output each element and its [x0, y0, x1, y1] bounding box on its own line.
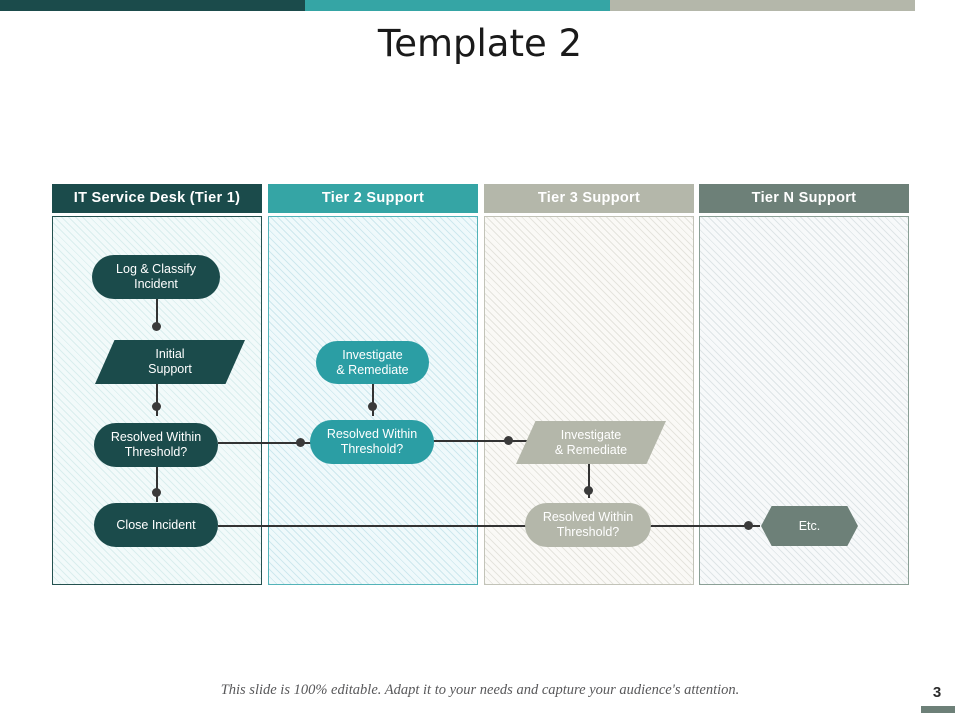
- node-close-incident[interactable]: Close Incident: [94, 503, 218, 547]
- decorative-top-bar: [0, 0, 960, 11]
- node-label: Resolved Within Threshold?: [542, 510, 634, 539]
- node-initial-support[interactable]: Initial Support: [95, 340, 245, 384]
- node-log-classify-incident[interactable]: Log & Classify Incident: [92, 255, 220, 299]
- node-label: Investigate & Remediate: [554, 427, 628, 457]
- connector-dot-etc: [744, 521, 753, 530]
- connector-dot-initial-support: [152, 322, 161, 331]
- lane-body-tier-2: [268, 216, 478, 585]
- page-number-accent-bar: [921, 706, 955, 713]
- connector-dot-tier2-investigate: [296, 438, 305, 447]
- connector-tier2-investigate-to-resolved: [372, 384, 374, 416]
- node-label: Resolved Within Threshold?: [110, 430, 202, 459]
- node-etc[interactable]: Etc.: [761, 506, 858, 546]
- top-bar-segment-dark-teal: [0, 0, 305, 11]
- node-investigate-remediate-tier3[interactable]: Investigate & Remediate: [516, 421, 666, 464]
- node-label: Log & Classify Incident: [116, 262, 196, 291]
- lane-header-tier-1: IT Service Desk (Tier 1): [52, 184, 262, 213]
- node-resolved-within-threshold-tier2[interactable]: Resolved Within Threshold?: [310, 420, 434, 464]
- node-resolved-within-threshold-tier1[interactable]: Resolved Within Threshold?: [94, 423, 218, 467]
- page-number: 3: [932, 684, 942, 701]
- node-label: Initial Support: [148, 347, 192, 376]
- footer-note: This slide is 100% editable. Adapt it to…: [220, 682, 740, 698]
- connector-close-incident-to-tier3-resolved: [218, 525, 533, 527]
- top-bar-segment-teal: [305, 0, 610, 11]
- connector-dot-close-incident: [152, 488, 161, 497]
- connector-tier3-investigate-to-resolved: [588, 464, 590, 498]
- connector-dot-tier3-resolved-threshold: [584, 486, 593, 495]
- lane-header-tier-2: Tier 2 Support: [268, 184, 478, 213]
- connector-dot-tier2-resolved-threshold: [368, 402, 377, 411]
- node-label: Close Incident: [116, 517, 196, 532]
- node-label: Resolved Within Threshold?: [326, 427, 418, 456]
- connector-tier1-resolved-to-tier2: [218, 442, 333, 444]
- node-label: Investigate & Remediate: [336, 347, 409, 377]
- page-title: Template 2: [377, 22, 583, 65]
- node-resolved-within-threshold-tier3[interactable]: Resolved Within Threshold?: [525, 503, 651, 547]
- lane-tier-2: Tier 2 Support: [268, 184, 478, 585]
- connector-initial-to-resolved1: [156, 384, 158, 416]
- connector-tier2-resolved-to-tier3: [432, 440, 550, 442]
- connector-resolved1-to-close: [156, 467, 158, 502]
- top-bar-segment-warm-gray: [610, 0, 915, 11]
- node-investigate-remediate-tier2[interactable]: Investigate & Remediate: [316, 341, 429, 384]
- node-label: Etc.: [798, 518, 821, 533]
- connector-tier3-resolved-to-tier-n: [650, 525, 760, 527]
- connector-dot-tier3-investigate: [504, 436, 513, 445]
- lane-header-tier-n: Tier N Support: [699, 184, 909, 213]
- connector-log-to-initial: [156, 298, 158, 330]
- lane-header-tier-3: Tier 3 Support: [484, 184, 694, 213]
- connector-dot-resolved-threshold-1: [152, 402, 161, 411]
